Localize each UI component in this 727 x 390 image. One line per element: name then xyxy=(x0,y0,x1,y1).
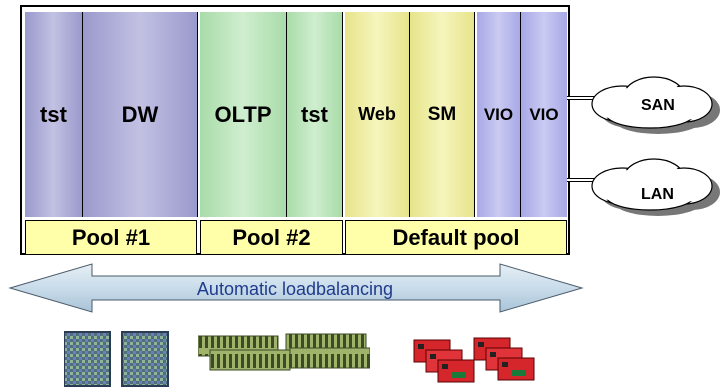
lan-cloud-icon xyxy=(591,158,720,216)
default-pool: Default pool xyxy=(345,220,567,255)
partition-tst-1: tst xyxy=(25,12,83,217)
server-frame: tst DW OLTP tst Web SM VIO VIO Pool #1 P… xyxy=(20,5,570,255)
san-cloud-icon xyxy=(591,76,720,134)
partition-web: Web xyxy=(345,12,410,217)
arrow-label: Automatic loadbalancing xyxy=(196,279,394,299)
loadbalancing-arrow xyxy=(8,263,584,313)
processor-chip-icon xyxy=(64,331,169,387)
pool-2: Pool #2 xyxy=(200,220,343,255)
partition-dw: DW xyxy=(83,12,198,217)
partition-tst-2: tst xyxy=(287,12,343,217)
san-label: SAN xyxy=(641,97,675,114)
pool-1: Pool #1 xyxy=(25,220,197,255)
partition-vio-2: VIO xyxy=(521,12,567,217)
partition-sm: SM xyxy=(410,12,475,217)
san-connector xyxy=(567,96,607,100)
partition-oltp: OLTP xyxy=(200,12,287,217)
partition-vio-1: VIO xyxy=(477,12,521,217)
lan-label: LAN xyxy=(641,186,674,203)
io-adapter-icon xyxy=(413,337,535,383)
lan-connector xyxy=(567,178,607,182)
memory-module-icon xyxy=(198,333,370,371)
